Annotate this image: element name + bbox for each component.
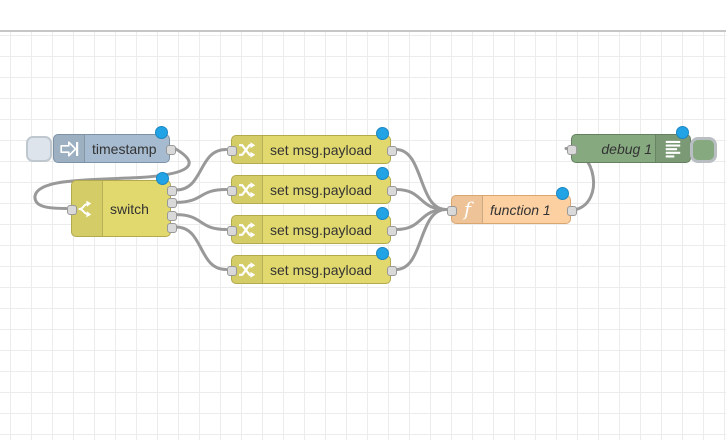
output-port-1[interactable] [387,225,397,236]
change-shuffle-icon [232,136,263,163]
node-label: switch [110,200,149,217]
wire-switch:0-to-change1[interactable] [174,148,228,192]
wire-switch:3-to-change4[interactable] [174,225,228,271]
inject-trigger-button[interactable] [26,136,52,162]
output-port-4[interactable] [167,223,177,233]
wire-timestamp:0-to-switch[interactable] [33,147,191,210]
input-port[interactable] [567,144,577,155]
input-port[interactable] [447,205,457,216]
node-label: timestamp [92,140,157,157]
node-changed-status-dot [376,167,389,180]
node-debug1[interactable]: debug 1 [567,126,717,163]
node-function1[interactable]: f function 1 [447,187,577,224]
change-shuffle-icon [232,176,263,203]
inject-arrow-icon [54,135,85,162]
node-label: set msg.payload [270,141,372,158]
function-f-icon: f [452,196,483,223]
input-port[interactable] [227,225,237,236]
wire-switch:2-to-change3[interactable] [174,213,228,231]
output-port-1[interactable] [387,145,397,156]
wire-switch:1-to-change2[interactable] [174,188,228,204]
change-shuffle-icon [232,216,263,243]
node-label: debug 1 [601,140,652,157]
node-label: function 1 [490,201,551,218]
input-port[interactable] [227,265,237,276]
svg-text:f: f [462,200,474,220]
top-strip [0,0,726,30]
output-port-1[interactable] [166,144,176,155]
node-change4[interactable]: set msg.payload [227,247,397,284]
change-shuffle-icon [232,256,263,283]
node-changed-status-dot [156,172,169,185]
node-change2[interactable]: set msg.payload [227,167,397,204]
node-label: set msg.payload [270,181,372,198]
node-changed-status-dot [676,126,689,139]
node-switch[interactable]: switch [67,172,177,237]
input-port[interactable] [227,145,237,156]
input-port[interactable] [227,185,237,196]
node-label: set msg.payload [270,261,372,278]
node-change1[interactable]: set msg.payload [227,127,397,164]
output-port-1[interactable] [167,186,177,196]
node-changed-status-dot [376,127,389,140]
node-changed-status-dot [376,247,389,260]
node-changed-status-dot [556,187,569,200]
debug-lines-icon [655,135,690,162]
node-label: set msg.payload [270,221,372,238]
output-port-2[interactable] [167,198,177,209]
input-port[interactable] [67,204,77,215]
node-changed-status-dot [155,126,168,139]
node-timestamp[interactable]: timestamp [26,126,176,163]
output-port-1[interactable] [567,205,577,216]
output-port-1[interactable] [387,185,397,196]
debug-enable-toggle-button[interactable] [690,137,717,163]
output-port-1[interactable] [387,265,397,276]
output-port-3[interactable] [167,210,177,221]
node-changed-status-dot [376,207,389,220]
switch-fork-icon [72,181,103,236]
node-change3[interactable]: set msg.payload [227,207,397,244]
